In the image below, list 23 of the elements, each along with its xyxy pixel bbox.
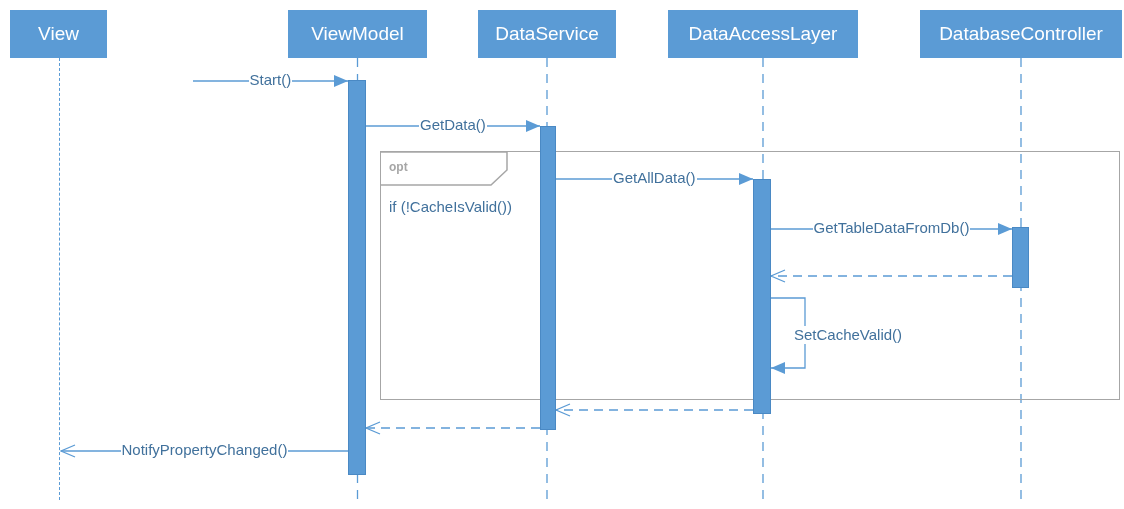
- message-label: GetAllData(): [612, 169, 697, 187]
- lifeline-header: DatabaseController: [920, 10, 1122, 58]
- operator-label: opt: [389, 160, 408, 174]
- lifeline-header: DataAccessLayer: [668, 10, 858, 58]
- activation-bar: [753, 179, 771, 414]
- lifeline-header: View: [10, 10, 107, 58]
- lifeline-header: DataService: [478, 10, 616, 58]
- lifeline: [59, 58, 61, 500]
- message-label: Start(): [248, 71, 293, 89]
- activation-bar: [348, 80, 366, 475]
- message-label: GetTableDataFromDb(): [812, 219, 971, 237]
- return-arrow: [770, 269, 1013, 283]
- activation-bar: [540, 126, 556, 430]
- message-label: SetCacheValid(): [793, 326, 904, 344]
- guard-condition: if (!CacheIsValid()): [389, 198, 513, 215]
- return-arrow: [555, 403, 754, 417]
- lifeline-header: ViewModel: [288, 10, 427, 58]
- return-arrow: [365, 421, 541, 435]
- message-arrow: [770, 297, 806, 374]
- message-label: GetData(): [419, 116, 487, 134]
- activation-bar: [1011, 226, 1029, 288]
- fragment-frame: [380, 151, 1120, 400]
- message-label: NotifyPropertyChanged(): [120, 441, 289, 459]
